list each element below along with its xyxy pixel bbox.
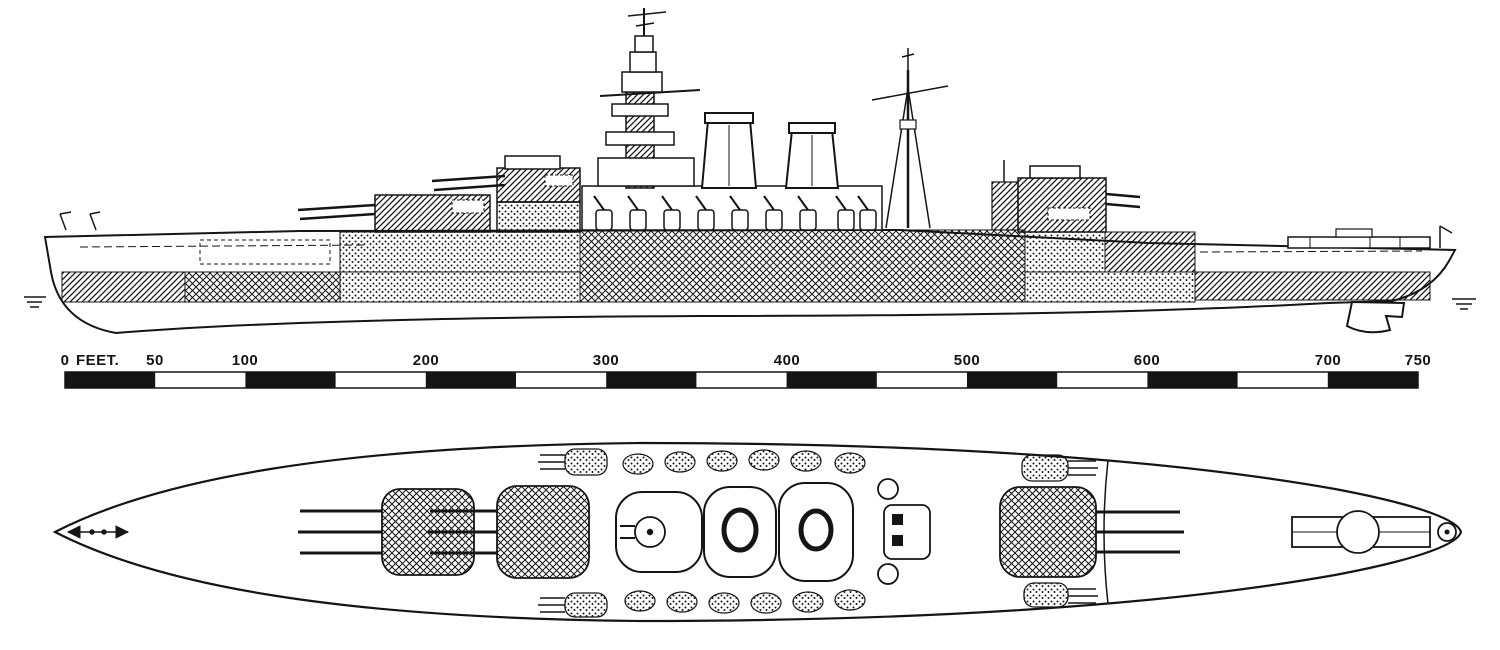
scale-tick-label: 500	[954, 352, 981, 369]
secondary-turrets	[538, 448, 1098, 618]
main-gun-barrel	[299, 212, 376, 221]
scale-unit-label: FEET.	[76, 352, 119, 369]
rangefinder-circle	[877, 478, 899, 500]
armor-citadel	[199, 229, 1196, 303]
armor-belt-lower	[61, 271, 1431, 303]
boats-row	[622, 449, 866, 614]
rangefinder-circle	[877, 563, 899, 585]
aft-control-house-plan	[883, 504, 931, 560]
scale-tick-label: 600	[1134, 352, 1161, 369]
funnel-1-plan	[703, 486, 777, 578]
forward-turret-group	[297, 155, 581, 233]
scale-tick-label: 300	[593, 352, 620, 369]
funnel-1	[700, 112, 758, 189]
casemate-gun-row	[593, 195, 877, 231]
scale-bar-segments	[65, 372, 1418, 388]
main-gun-barrel	[1105, 192, 1141, 199]
forecastle-dashed-line	[79, 244, 369, 248]
plan-view	[52, 441, 1463, 623]
stern-crane	[1439, 225, 1453, 248]
funnel-2-plan	[778, 482, 854, 582]
scale-tick-label: 100	[232, 352, 259, 369]
conning-tower-plan	[615, 491, 703, 573]
stern-fitting-circle	[1437, 522, 1457, 542]
main-gun-barrel	[1105, 202, 1141, 209]
stern-dashed-line	[1199, 250, 1423, 253]
bow-jackstaff	[59, 211, 101, 231]
funnel-2	[784, 122, 840, 189]
scale-tick-label: 750	[1405, 352, 1432, 369]
forward-turret-b-plan	[428, 485, 590, 579]
mainmast-tripod	[871, 48, 949, 229]
scale-bar: 0 FEET. 50 100 200 300 400 500 600 700 7…	[61, 352, 1432, 389]
scale-tick-label: 200	[413, 352, 440, 369]
stern-catapult-plan	[1291, 510, 1431, 554]
aft-turret-group	[991, 160, 1141, 233]
main-gun-barrel	[297, 203, 376, 212]
scale-tick-label: 700	[1315, 352, 1342, 369]
armor-dashed-box	[199, 239, 331, 265]
scale-tick-label: 400	[774, 352, 801, 369]
stern-catapult-side	[1287, 228, 1431, 249]
bow-arrow	[66, 525, 130, 539]
side-elevation-view	[24, 8, 1476, 335]
foremast-tower	[597, 8, 701, 189]
aft-turret-plan	[999, 486, 1184, 578]
main-gun-barrel	[433, 183, 506, 192]
waterline-marks	[24, 296, 1476, 310]
rudder	[1345, 300, 1406, 334]
scale-zero-label: 0	[61, 352, 70, 369]
main-gun-barrel	[431, 174, 506, 183]
scale-tick-label: 50	[146, 352, 164, 369]
